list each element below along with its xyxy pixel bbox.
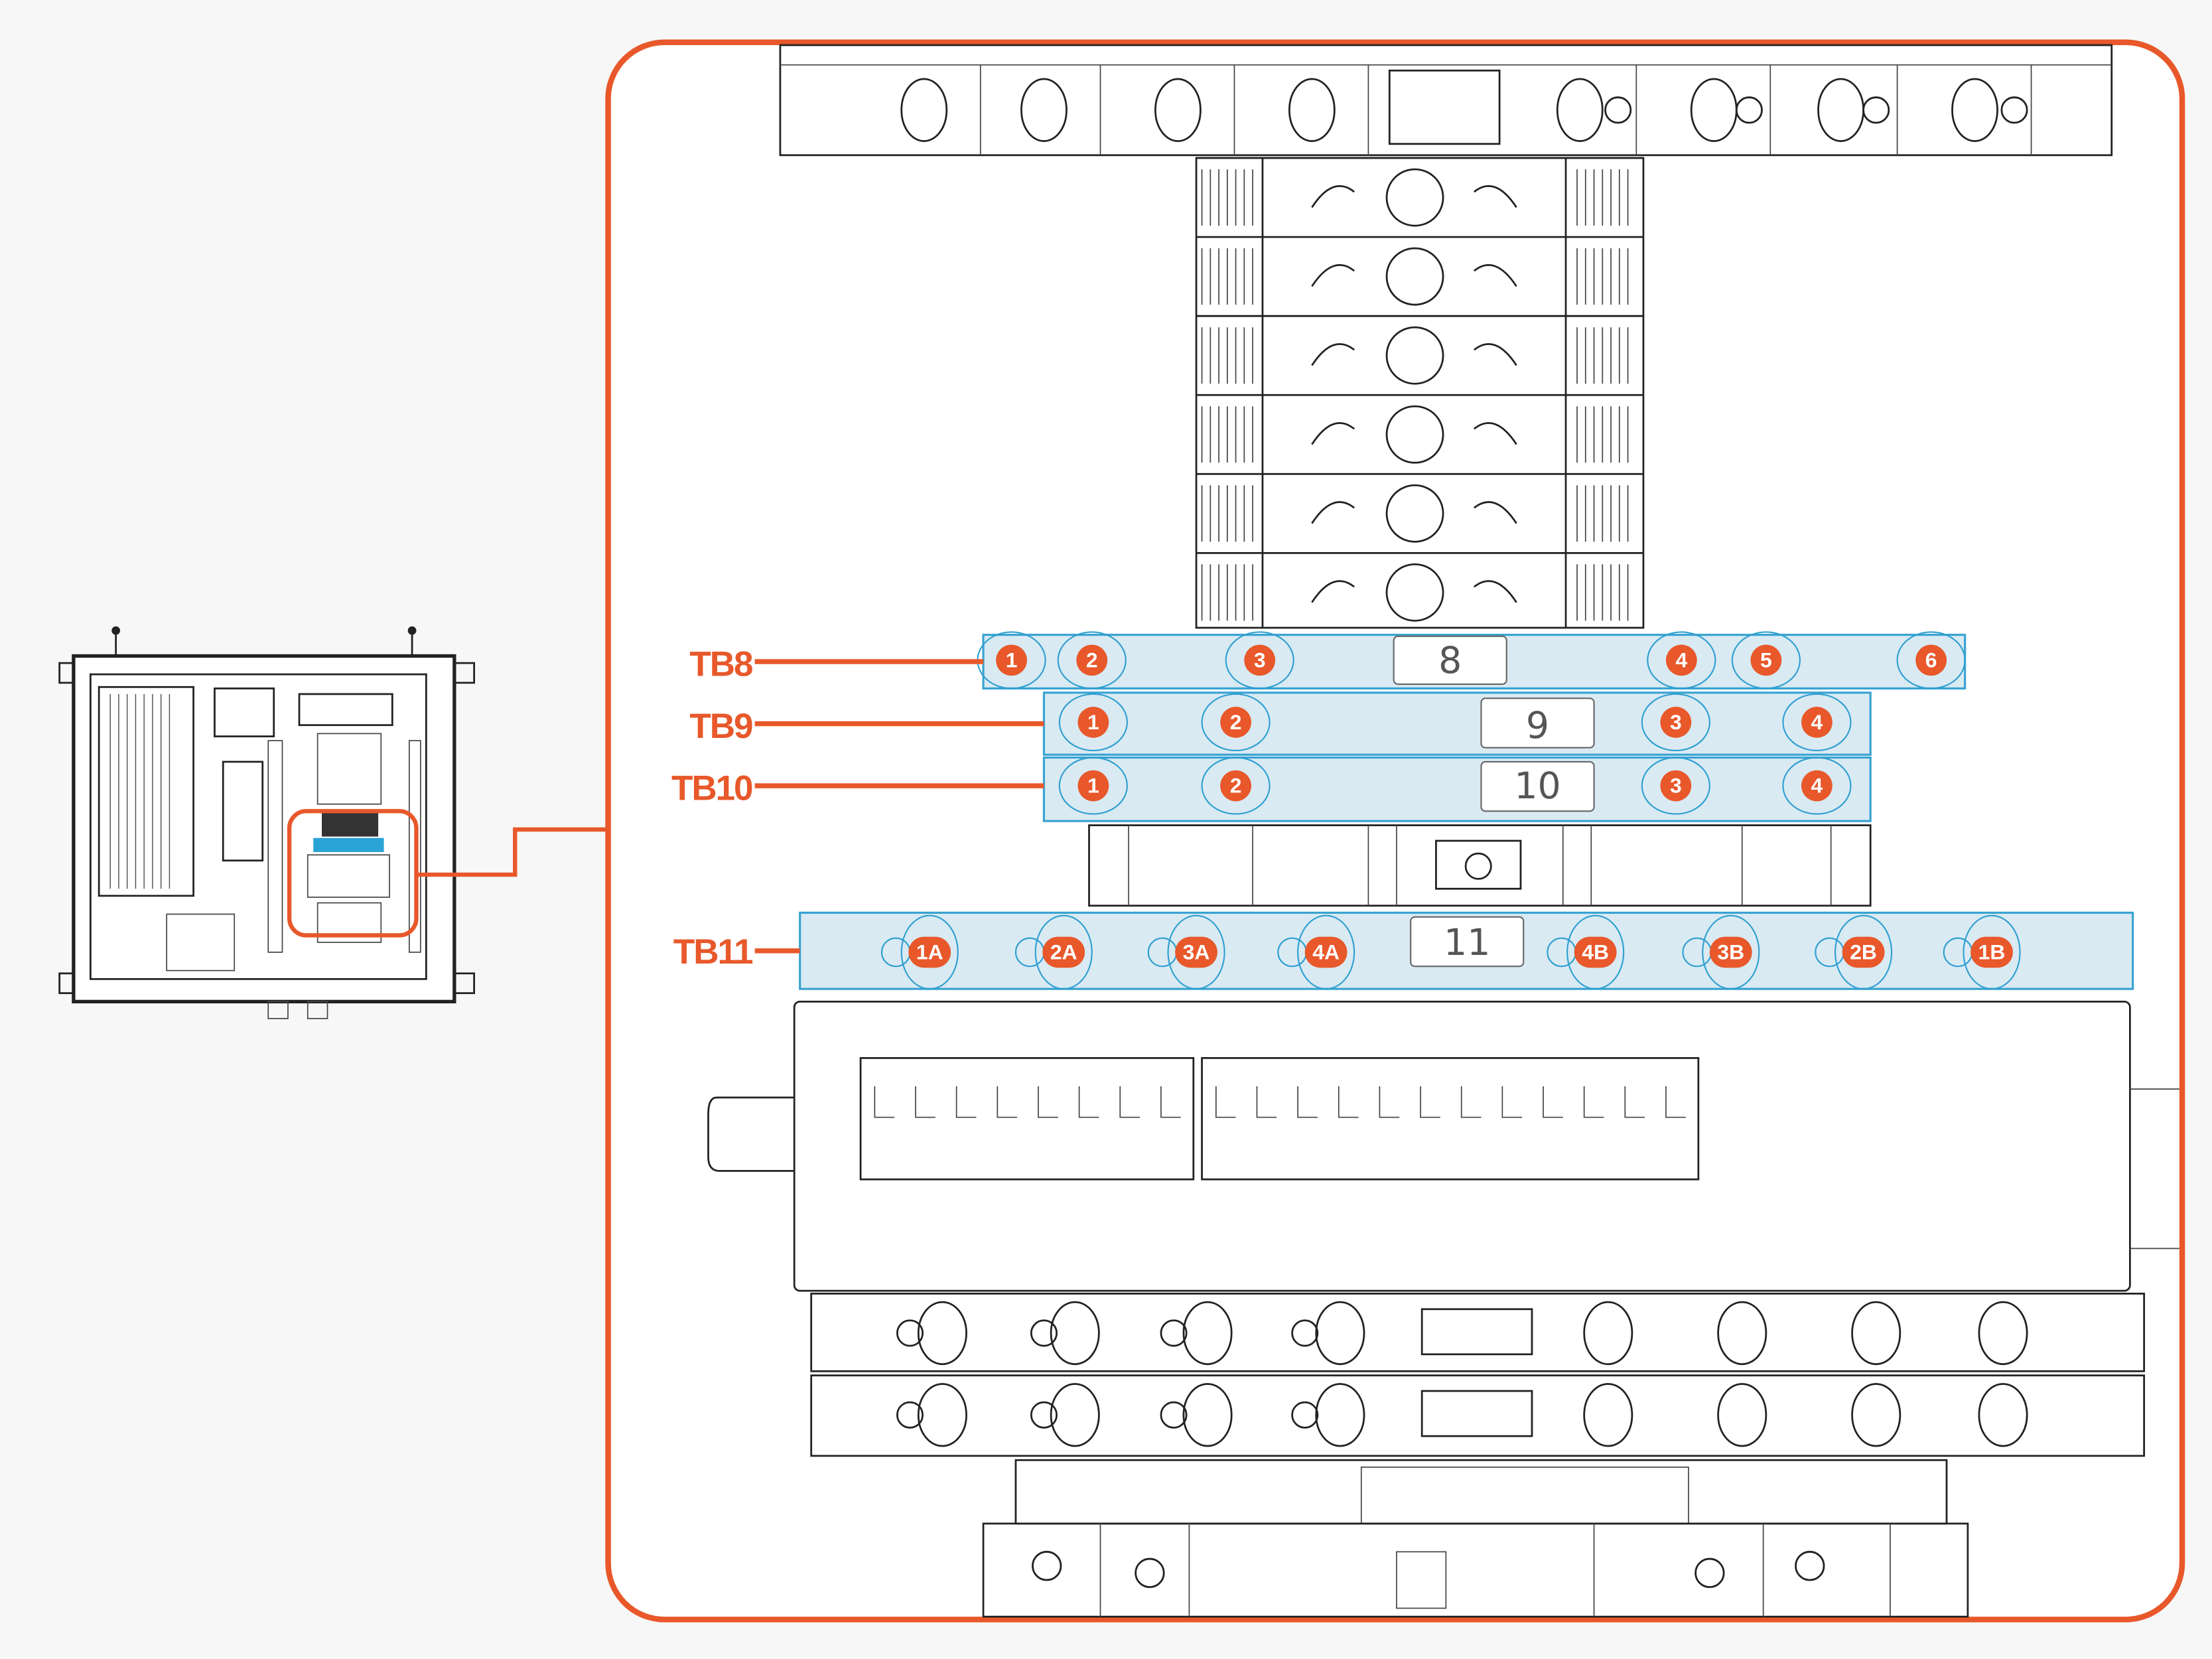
tb8-block-label-box [1393, 635, 1507, 685]
callout-tb8: TB8 [689, 644, 984, 684]
callout-tb10: TB10 [671, 768, 1044, 808]
tb9-block-number: 9 [1526, 705, 1549, 747]
tb9-strip: 9 [1042, 691, 1872, 756]
tb11-terminal-label: 3A [1183, 940, 1210, 964]
tb11-terminal-label: 1B [1978, 940, 2006, 964]
tb11-terminal-label: 1A [916, 940, 943, 964]
tb10-terminal-label: 2 [1230, 774, 1242, 798]
tb10-label: TB10 [671, 768, 752, 808]
detail-frame [605, 39, 2185, 1623]
tb8-terminal-label: 5 [1760, 648, 1772, 672]
enclosure-overview [58, 626, 608, 1019]
callout-connector [416, 827, 608, 877]
tb11-terminal-4A-badge: 4A [1304, 936, 1348, 968]
detail-drawing [707, 44, 2179, 1618]
tb10-terminal-4-badge: 4 [1801, 770, 1832, 802]
tb11-terminal-label: 4A [1312, 940, 1340, 964]
tb9-terminal-2-badge: 2 [1220, 707, 1251, 738]
tb10-terminal-3-badge: 3 [1660, 770, 1692, 802]
tb11-terminal-2B-badge: 2B [1842, 936, 1885, 968]
tb10-strip: 10 [1042, 756, 1872, 822]
tb8-terminal-2-badge: 2 [1076, 644, 1108, 676]
tb11-block-number: 11 [1444, 922, 1490, 964]
callout-tb9: TB9 [689, 707, 1044, 746]
tb10-terminal-label: 1 [1087, 774, 1099, 798]
tb8-terminal-label: 2 [1086, 648, 1098, 672]
tb10-terminal-label: 4 [1811, 774, 1823, 798]
tb10-block-number: 10 [1514, 765, 1560, 808]
tb11-terminal-label: 4B [1582, 940, 1609, 964]
tb8-terminal-label: 4 [1675, 648, 1687, 672]
tb11-terminal-1A-badge: 1A [908, 936, 951, 968]
tb9-label: TB9 [689, 707, 752, 746]
tb8-strip: 8 [982, 634, 1967, 690]
tb11-strip: 11 [799, 911, 2134, 990]
tb10-terminal-label: 3 [1670, 774, 1682, 798]
callout-tb11: TB11 [673, 932, 800, 972]
tb9-terminal-label: 1 [1087, 710, 1099, 734]
tb11-terminal-label: 2A [1050, 940, 1077, 964]
tb8-terminal-5-badge: 5 [1750, 644, 1782, 676]
tb11-label: TB11 [673, 932, 753, 972]
tb9-terminal-1-badge: 1 [1077, 707, 1109, 738]
tb8-terminal-label: 3 [1254, 648, 1266, 672]
tb11-terminal-3B-badge: 3B [1709, 936, 1752, 968]
tb11-terminal-4B-badge: 4B [1574, 936, 1617, 968]
tb8-terminal-label: 1 [1006, 648, 1018, 672]
tb8-terminal-1-badge: 1 [996, 644, 1027, 676]
tb11-terminal-3A-badge: 3A [1175, 936, 1217, 968]
tb11-terminal-label: 2B [1850, 940, 1877, 964]
tb11-terminal-label: 3B [1717, 940, 1744, 964]
tb11-terminal-1B-badge: 1B [1970, 936, 2013, 968]
tb10-terminal-1-badge: 1 [1077, 770, 1109, 802]
tb9-terminal-label: 3 [1670, 710, 1682, 734]
tb8-terminal-3-badge: 3 [1244, 644, 1276, 676]
tb11-terminal-2A-badge: 2A [1042, 936, 1085, 968]
tb9-terminal-4-badge: 4 [1801, 707, 1832, 738]
tb9-terminal-label: 2 [1230, 710, 1242, 734]
tb8-label: TB8 [689, 644, 752, 684]
tb10-terminal-2-badge: 2 [1220, 770, 1251, 802]
tb8-block-number: 8 [1438, 640, 1462, 682]
tb9-terminal-label: 4 [1811, 710, 1823, 734]
tb8-terminal-6-badge: 6 [1915, 644, 1947, 676]
tb9-terminal-3-badge: 3 [1660, 707, 1692, 738]
tb8-terminal-label: 6 [1925, 648, 1937, 672]
tb8-terminal-4-badge: 4 [1665, 644, 1697, 676]
